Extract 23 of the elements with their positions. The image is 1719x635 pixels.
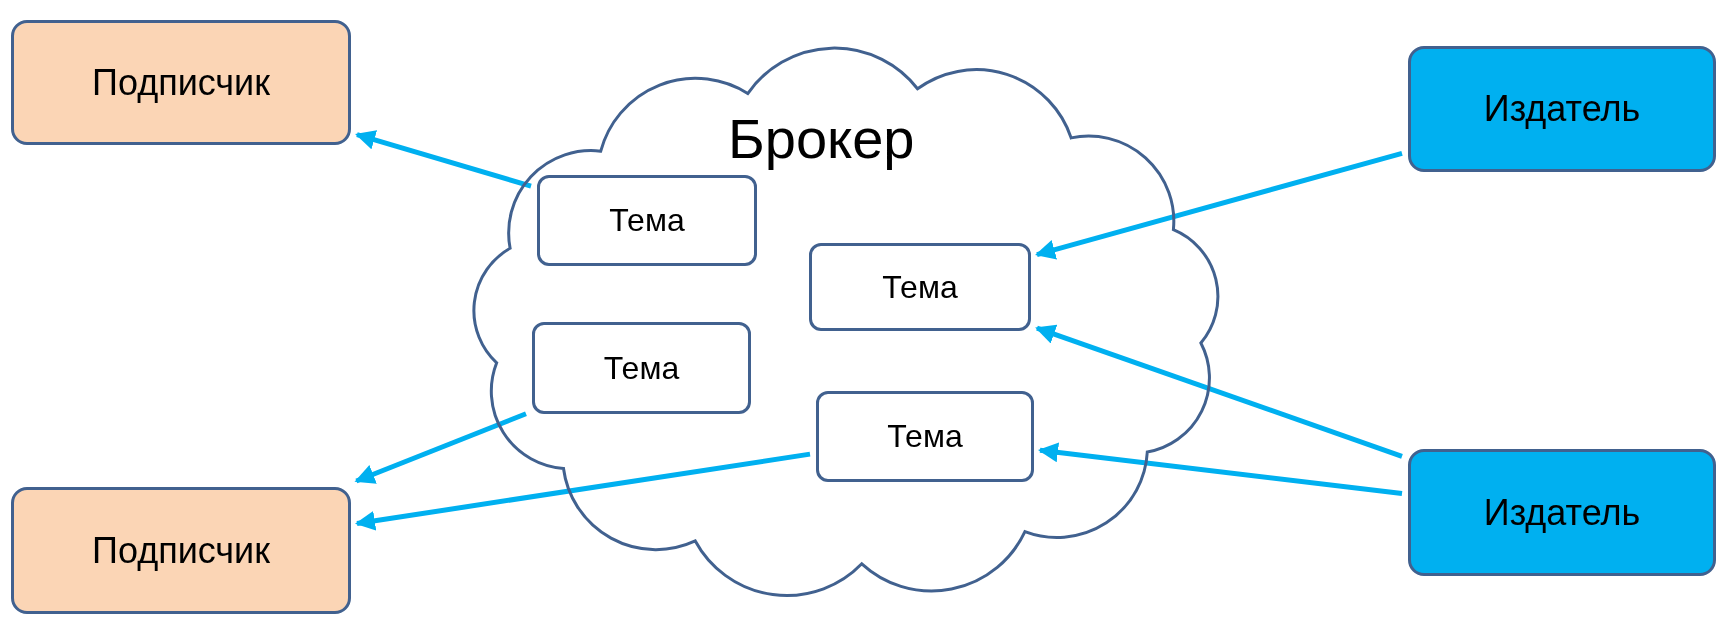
topic-box	[809, 243, 1031, 331]
box-label: Тема	[887, 418, 963, 455]
box-label: Подписчик	[92, 529, 270, 572]
arrow	[1035, 150, 1403, 260]
publisher-box	[1408, 449, 1716, 576]
arrow	[355, 130, 532, 189]
arrow	[1038, 442, 1403, 496]
box-label: Тема	[609, 202, 685, 239]
box-label: Подписчик	[92, 61, 270, 104]
publisher-box	[1408, 46, 1716, 172]
box-label: Тема	[882, 268, 958, 306]
box-label: Тема	[603, 349, 680, 387]
box-label: Издатель	[1483, 88, 1641, 130]
topic-box	[816, 391, 1034, 482]
arrow	[1035, 324, 1403, 459]
cloud-title: Брокер	[728, 106, 915, 171]
box-label: Издатель	[1483, 491, 1641, 534]
subscriber-box	[11, 487, 351, 614]
arrow	[354, 411, 527, 484]
topic-box	[532, 322, 751, 414]
topic-box	[537, 175, 757, 266]
subscriber-box	[11, 20, 351, 145]
arrow	[355, 451, 811, 531]
